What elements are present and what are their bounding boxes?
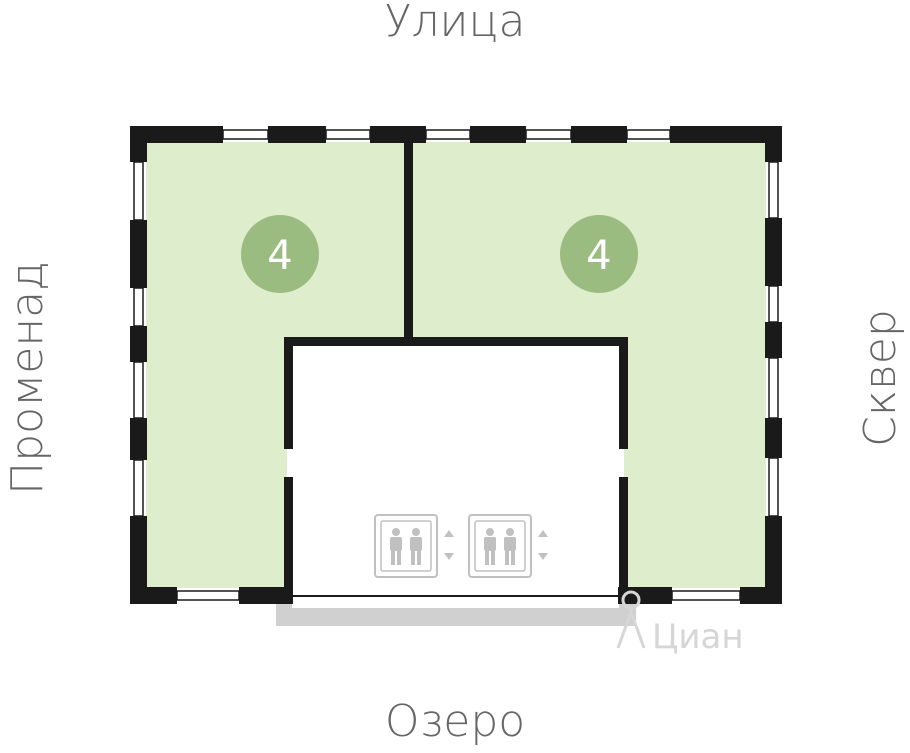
side-label-street: Улица <box>384 0 526 47</box>
room-left-count: 4 <box>267 233 292 279</box>
left-windows <box>133 161 144 517</box>
side-label-lake: Озеро <box>384 696 526 747</box>
bottom-wall <box>130 587 782 604</box>
room-right-count: 4 <box>586 233 611 279</box>
core-area <box>292 346 619 608</box>
right-windows <box>768 161 779 517</box>
top-windows <box>222 129 671 140</box>
interior-walls <box>284 138 628 604</box>
elevator-icon <box>468 514 548 578</box>
room-right-badge[interactable]: 4 <box>560 215 638 293</box>
bottom-windows <box>176 590 741 601</box>
watermark-logo-icon <box>616 590 646 649</box>
room-left-fill[interactable] <box>146 142 405 588</box>
left-wall <box>130 126 147 604</box>
elevator-icon <box>374 514 454 578</box>
top-wall <box>130 126 782 143</box>
watermark-text: Циан <box>652 617 744 657</box>
room-left-badge[interactable]: 4 <box>241 215 319 293</box>
room-right-fill[interactable] <box>410 142 766 588</box>
right-wall <box>765 126 782 604</box>
terrace-strip <box>276 604 636 626</box>
